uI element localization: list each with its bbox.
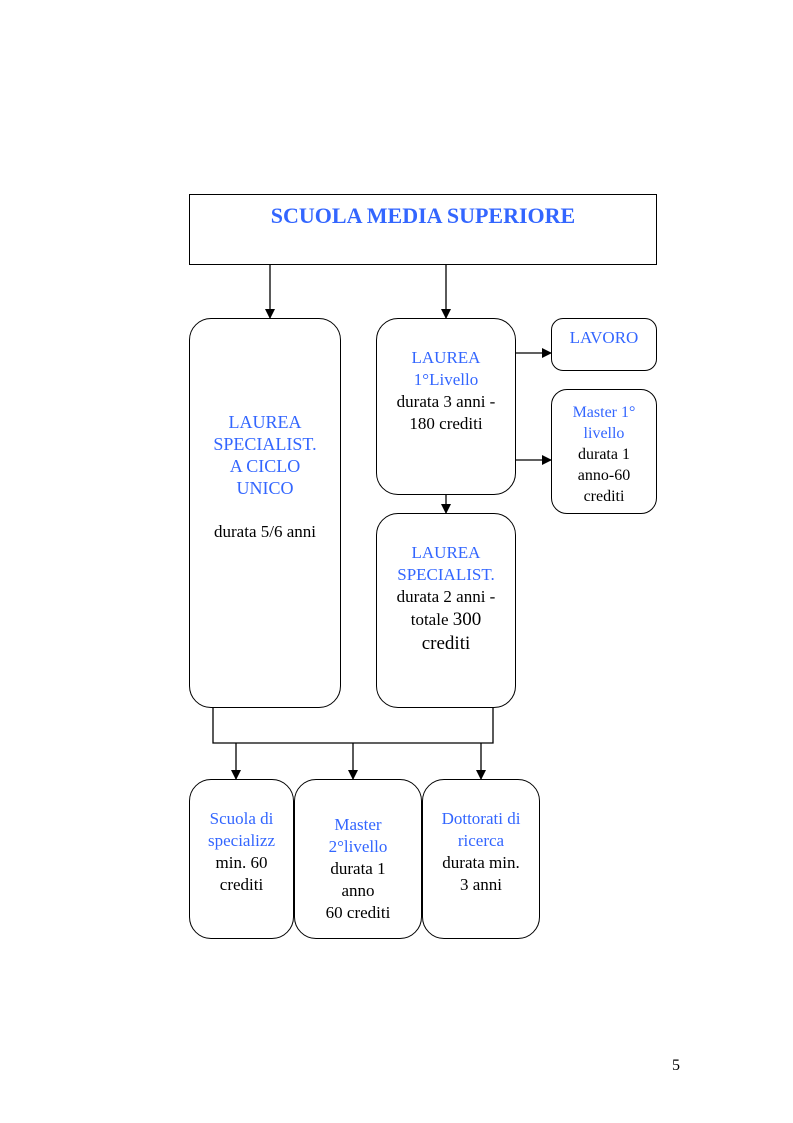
scuola-spec-detail-line: min. 60 xyxy=(215,853,268,872)
specialistica-title-line: LAUREA xyxy=(411,543,481,562)
box-laurea-primo-livello: LAUREA 1°Livello durata 3 anni - 180 cre… xyxy=(376,318,516,495)
box-scuola-specializzazione: Scuola di specializz min. 60 crediti xyxy=(189,779,294,939)
master-1-detail-line: anno-60 xyxy=(577,467,631,484)
primo-livello-title-line: 1°Livello xyxy=(413,370,479,389)
box-lavoro: LAVORO xyxy=(551,318,657,371)
primo-livello-title-line: LAUREA xyxy=(411,348,481,367)
primo-livello-detail-line: 180 crediti xyxy=(409,414,483,433)
master-2-detail-line: durata 1 xyxy=(330,859,386,878)
specialistica-detail-last: crediti xyxy=(421,633,471,654)
lavoro-label: LAVORO xyxy=(569,328,639,347)
bracket-bottom xyxy=(212,708,494,744)
scuola-spec-title-line: Scuola di xyxy=(209,809,274,828)
master-2-detail-line: anno xyxy=(341,881,375,900)
ciclo-unico-title-line: UNICO xyxy=(236,478,294,498)
box-master-primo-livello: Master 1° livello durata 1 anno-60 credi… xyxy=(551,389,657,514)
master-2-title-line: 2°livello xyxy=(328,837,388,856)
page-number: 5 xyxy=(672,1057,680,1074)
ciclo-unico-title-line: LAUREA xyxy=(228,412,302,432)
ciclo-unico-title-line: A CICLO xyxy=(229,456,301,476)
dottorati-detail-line: 3 anni xyxy=(459,875,503,894)
specialistica-detail-number: 300 xyxy=(452,609,482,630)
header-title: SCUOLA MEDIA SUPERIORE xyxy=(270,203,576,228)
scuola-spec-title-line: specializz xyxy=(207,831,275,850)
dottorati-title-line: Dottorati di xyxy=(441,809,521,828)
master-1-detail-line: crediti xyxy=(583,488,625,505)
master-2-title-line: Master xyxy=(334,815,382,834)
master-1-title-line: livello xyxy=(583,425,625,442)
ciclo-unico-title-line: SPECIALIST. xyxy=(213,434,317,454)
box-master-secondo-livello: Master 2°livello durata 1 anno 60 credit… xyxy=(294,779,422,939)
scuola-spec-detail-line: crediti xyxy=(219,875,264,894)
ciclo-unico-detail: durata 5/6 anni xyxy=(214,522,316,541)
primo-livello-detail-line: durata 3 anni - xyxy=(396,392,496,411)
dottorati-title-line: ricerca xyxy=(457,831,505,850)
master-1-detail-line: durata 1 xyxy=(578,446,630,463)
dottorati-detail-line: durata min. xyxy=(442,853,520,872)
box-laurea-specialistica: LAUREA SPECIALIST. durata 2 anni - total… xyxy=(376,513,516,708)
specialistica-title-line: SPECIALIST. xyxy=(397,565,495,584)
box-dottorati-ricerca: Dottorati di ricerca durata min. 3 anni xyxy=(422,779,540,939)
box-laurea-ciclo-unico: LAUREA SPECIALIST. A CICLO UNICO durata … xyxy=(189,318,341,708)
specialistica-detail-line: durata 2 anni - xyxy=(396,587,496,606)
master-2-detail-line: 60 crediti xyxy=(325,903,391,922)
master-1-title-line: Master 1° xyxy=(572,404,636,421)
specialistica-detail-line: totale xyxy=(410,610,449,629)
header-box: SCUOLA MEDIA SUPERIORE xyxy=(189,194,657,265)
